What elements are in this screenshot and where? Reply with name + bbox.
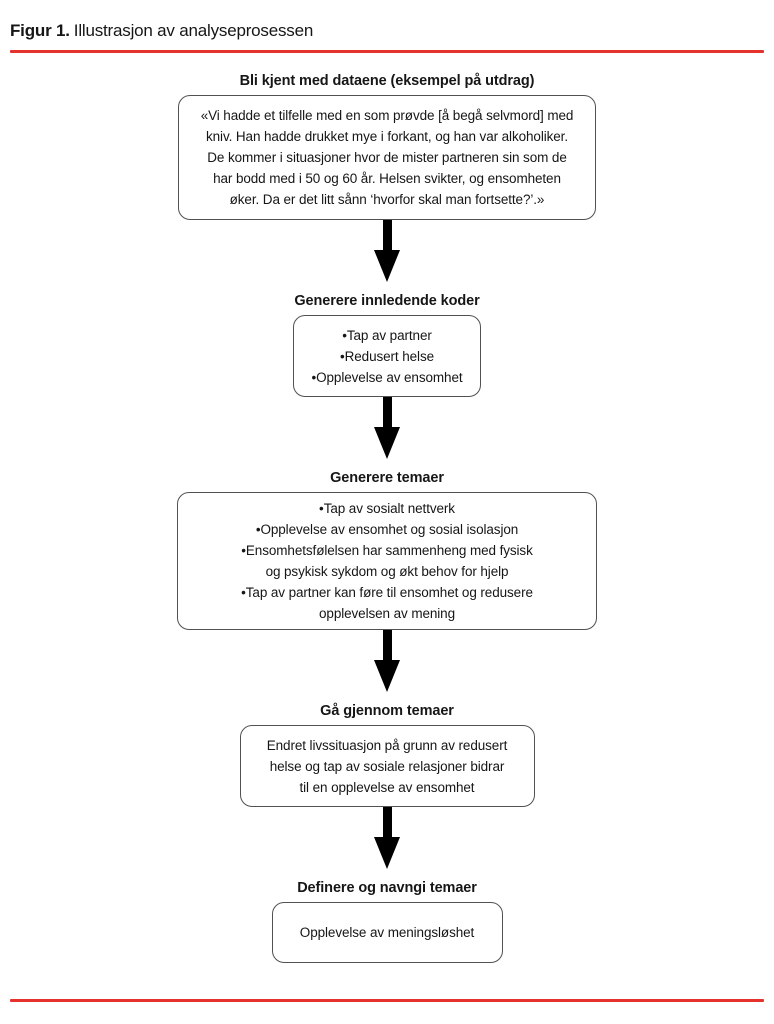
bullet-item: Opplevelse av ensomhet <box>311 367 462 388</box>
themes-bullet-list: Tap av sosialt nettverk Opplevelse av en… <box>241 498 533 624</box>
arrow-head <box>374 837 400 869</box>
stage-familiarize-data: Bli kjent med dataene (eksempel på utdra… <box>178 73 596 220</box>
stage-review-themes: Gå gjennom temaer Endret livssituasjon p… <box>239 703 535 807</box>
stage-generate-themes: Generere temaer Tap av sosialt nettverk … <box>177 470 597 630</box>
codes-bullet-list: Tap av partner Redusert helse Opplevelse… <box>311 325 462 388</box>
analysis-flowchart: Bli kjent med dataene (eksempel på utdra… <box>0 73 774 963</box>
stage-box-excerpt: «Vi hadde et tilfelle med en som prøvde … <box>178 95 596 220</box>
arrow-head <box>374 660 400 692</box>
down-arrow-icon <box>374 397 400 459</box>
stage-heading: Definere og navngi temaer <box>297 880 477 896</box>
arrow-shaft <box>382 397 392 427</box>
figure-title: Illustrasjon av analyseprosessen <box>73 21 314 40</box>
stage-heading: Gå gjennom temaer <box>320 703 454 719</box>
stage-heading: Bli kjent med dataene (eksempel på utdra… <box>239 73 535 89</box>
stage-initial-codes: Generere innledende koder Tap av partner… <box>293 293 481 397</box>
stage-box-review: Endret livssituasjon på grunn av reduser… <box>239 725 535 807</box>
arrow-head <box>374 427 400 459</box>
stage-box-define: Opplevelse av meningsløshet <box>271 902 503 963</box>
bullet-item: Tap av partner <box>311 325 462 346</box>
figure-label: Figur 1. <box>10 21 70 40</box>
stage-box-themes: Tap av sosialt nettverk Opplevelse av en… <box>177 492 597 630</box>
stage-define-name-themes: Definere og navngi temaer Opplevelse av … <box>271 880 503 963</box>
stage-heading: Generere innledende koder <box>294 293 480 309</box>
stage-box-codes: Tap av partner Redusert helse Opplevelse… <box>293 315 481 397</box>
down-arrow-icon <box>374 220 400 282</box>
define-text: Opplevelse av meningsløshet <box>299 925 475 940</box>
bullet-item: Opplevelse av ensomhet og sosial isolasj… <box>241 519 533 540</box>
down-arrow-icon <box>374 807 400 869</box>
down-arrow-icon <box>374 630 400 692</box>
bullet-item: Ensomhetsfølelsen har sammenheng med fys… <box>241 540 533 582</box>
arrow-shaft <box>382 807 392 837</box>
arrow-shaft <box>382 220 392 250</box>
bullet-item: Tap av partner kan føre til ensomhet og … <box>241 582 533 624</box>
arrow-shaft <box>382 630 392 660</box>
figure-caption: Figur 1.Illustrasjon av analyseprosessen <box>0 0 774 41</box>
top-divider <box>10 50 764 53</box>
arrow-head <box>374 250 400 282</box>
bullet-item: Tap av sosialt nettverk <box>241 498 533 519</box>
bullet-item: Redusert helse <box>311 346 462 367</box>
review-text: Endret livssituasjon på grunn av reduser… <box>266 737 508 795</box>
stage-heading: Generere temaer <box>330 470 444 486</box>
excerpt-quote: «Vi hadde et tilfelle med en som prøvde … <box>200 108 574 207</box>
bottom-divider <box>10 999 764 1002</box>
